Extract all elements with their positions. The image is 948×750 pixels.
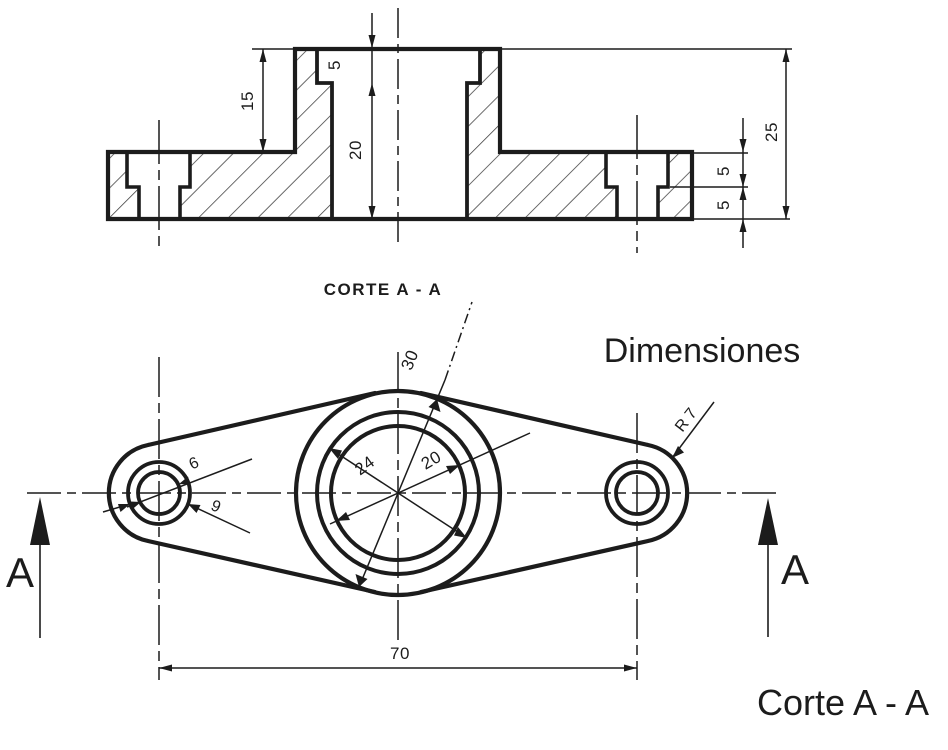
section-outline (105, 46, 695, 222)
title-annotation: Dimensiones (604, 332, 801, 370)
section-view-title: CORTE A - A (324, 280, 443, 299)
section-dim-arrows (259, 35, 790, 232)
cutting-plane-label-right: A (781, 546, 809, 593)
section-dimension-lines (262, 13, 787, 248)
plan-left-counterbore-circle (126, 460, 192, 526)
plan-dimension-lines (102, 301, 715, 669)
plan-plate-outline (106, 390, 690, 595)
section-left-hole (125, 150, 192, 221)
dim-end-radius-label: R 7 (672, 405, 701, 435)
dim-top-counterbore-depth-label: 5 (325, 60, 344, 70)
cutting-plane-arrow-left (30, 497, 50, 638)
dim-boss-diameter-label: 30 (397, 347, 422, 373)
plan-right-hole-circle (614, 470, 660, 516)
dim-end-counterbore-depth-label: 5 (714, 166, 733, 176)
dim-end-hole-diameter-label: 6 (187, 454, 202, 473)
cutting-plane-label-left: A (6, 549, 34, 596)
section-hatch-area (108, 49, 692, 219)
dim-boss-height-label: 15 (238, 91, 257, 111)
dim-end-counterbore-diameter-label: 9 (208, 497, 223, 516)
plan-counterbore-circle (315, 410, 481, 576)
plan-left-hole-circle (136, 470, 182, 516)
dim-center-hole-diameter-label: 20 (418, 447, 445, 473)
section-right-hole (604, 150, 670, 221)
plan-boss-circle (293, 388, 503, 598)
dim-end-hole-depth-label: 5 (714, 200, 733, 210)
caption-annotation: Corte A - A (757, 682, 929, 723)
section-extension-lines (252, 48, 792, 220)
dim-center-counterbore-diameter-label: 24 (351, 452, 378, 479)
section-center-hole (315, 47, 482, 221)
dim-center-hole-depth-label: 20 (346, 140, 365, 160)
plan-dim-arrows (118, 399, 684, 672)
dim-center-distance-label: 70 (390, 644, 410, 663)
dim-total-height-label: 25 (762, 122, 781, 142)
cutting-plane-arrow-right (758, 498, 778, 637)
plan-right-counterbore-circle (604, 460, 670, 526)
plan-hole-circle (329, 424, 467, 562)
